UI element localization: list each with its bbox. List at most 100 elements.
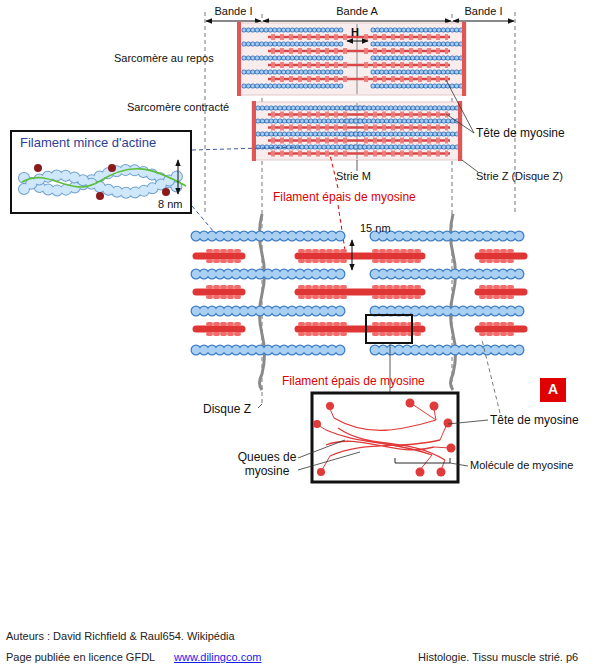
inset-box: Filament mince d'actine8 nm (10, 130, 192, 214)
band-arrow (263, 21, 451, 22)
actin-strand (24, 175, 184, 193)
myosin-filament (298, 287, 422, 297)
myosin-filament (478, 324, 524, 334)
myosin-filament (478, 251, 524, 261)
myosin-neck (318, 404, 450, 470)
myosin-row (268, 127, 450, 128)
band-arrow (453, 21, 514, 22)
myosin-filament (478, 287, 524, 297)
sarcomere-contracted (252, 102, 462, 160)
web-address: www.dilingco.com (174, 651, 261, 664)
myosin-tail (326, 418, 445, 460)
myosin-row (268, 51, 450, 52)
leader-line (357, 160, 358, 171)
part-label: Filament épais de myosine (282, 374, 425, 388)
dimension-label: 15 nm (360, 222, 391, 235)
part-label: Disque Z (203, 402, 251, 416)
z-disc (252, 101, 256, 161)
m-line (356, 103, 357, 159)
actin-filament (196, 236, 524, 237)
myosin-filament (196, 287, 242, 297)
page-note: Histologie. Tissu muscle strié. p6 (418, 651, 578, 664)
myosin-head (437, 468, 446, 477)
inset-frame (312, 393, 458, 482)
actin-filament (196, 274, 524, 275)
myosin-head (313, 420, 321, 428)
myosin-filament (196, 251, 242, 261)
band-label: Bande I (452, 5, 515, 18)
myosin-head (317, 468, 325, 476)
credit-note: Auteurs : David Richfield & Raul654. Wik… (6, 630, 235, 643)
band-label: Bande I (205, 5, 262, 18)
leader-line (258, 404, 262, 408)
actin-filament (196, 350, 524, 351)
leader-line (462, 160, 478, 172)
actin-strand (24, 175, 184, 193)
dimension-label: 8 nm (158, 198, 182, 211)
diameter-arrow (352, 240, 353, 270)
myosin-filament (298, 251, 422, 261)
part-label: Molécule de myosine (470, 459, 573, 472)
zoom-leader (192, 206, 214, 232)
actin-row (244, 86, 461, 87)
leader-line (448, 420, 488, 424)
actin-row (244, 72, 461, 73)
myosin-head (447, 444, 456, 453)
actin-row (244, 58, 461, 59)
myosin-head (430, 402, 439, 411)
actin-row (258, 147, 457, 148)
myosin-row (268, 79, 450, 80)
h-zone-arrow (347, 41, 368, 42)
zoom-leader (338, 205, 345, 250)
leader-line (450, 463, 468, 466)
leader-line (298, 440, 345, 458)
tropomyosin (22, 169, 186, 187)
myosin-row (268, 153, 450, 154)
sarcomere-rest (238, 23, 466, 95)
z-disc (462, 22, 466, 96)
actin-row (258, 121, 457, 122)
leader-line (446, 114, 474, 133)
actin-filament (196, 311, 524, 312)
myosin-head (406, 399, 415, 408)
state-label: Sarcomère contracté (127, 101, 229, 114)
actin-row (258, 108, 457, 109)
part-label: Strie M (336, 170, 371, 183)
figure-marker: A (540, 378, 566, 402)
myosin-row (268, 65, 450, 66)
actin-row (258, 134, 457, 135)
zoom-leader (192, 147, 300, 150)
band-arrow (206, 21, 261, 22)
part-label: Tête de myosine (490, 413, 579, 427)
licence-note: Page publiée en licence GFDL (6, 651, 155, 664)
part-label: Tête de myosine (476, 126, 565, 140)
leader-line (446, 80, 474, 133)
leader-line (298, 452, 360, 470)
z-disc (237, 22, 241, 96)
troponin (96, 192, 104, 200)
band-label: Bande A (262, 5, 452, 18)
diameter-arrow (178, 160, 179, 194)
myosin-head (444, 419, 453, 428)
state-label: Sarcomère au repos (114, 52, 214, 65)
myosin-head (326, 402, 334, 410)
troponin (162, 188, 170, 196)
myosin-row (268, 140, 450, 141)
myosin-filament (298, 324, 422, 334)
part-label: Filament épais de myosine (273, 190, 416, 204)
myosin-head (416, 468, 425, 477)
part-label: Queues de myosine (236, 450, 298, 479)
zoom-frame (366, 315, 412, 343)
part-label: Strie Z (Disque Z) (476, 170, 563, 183)
troponin (34, 164, 42, 172)
myosin-row (268, 114, 450, 115)
myosin-filament (196, 324, 242, 334)
zone-label: H (351, 26, 359, 39)
troponin (108, 164, 116, 172)
leader-line (482, 340, 500, 413)
molecule-bracket (395, 458, 450, 463)
actin-row (244, 44, 461, 45)
myosin-row (268, 37, 450, 38)
figure-letter: A (540, 381, 566, 398)
